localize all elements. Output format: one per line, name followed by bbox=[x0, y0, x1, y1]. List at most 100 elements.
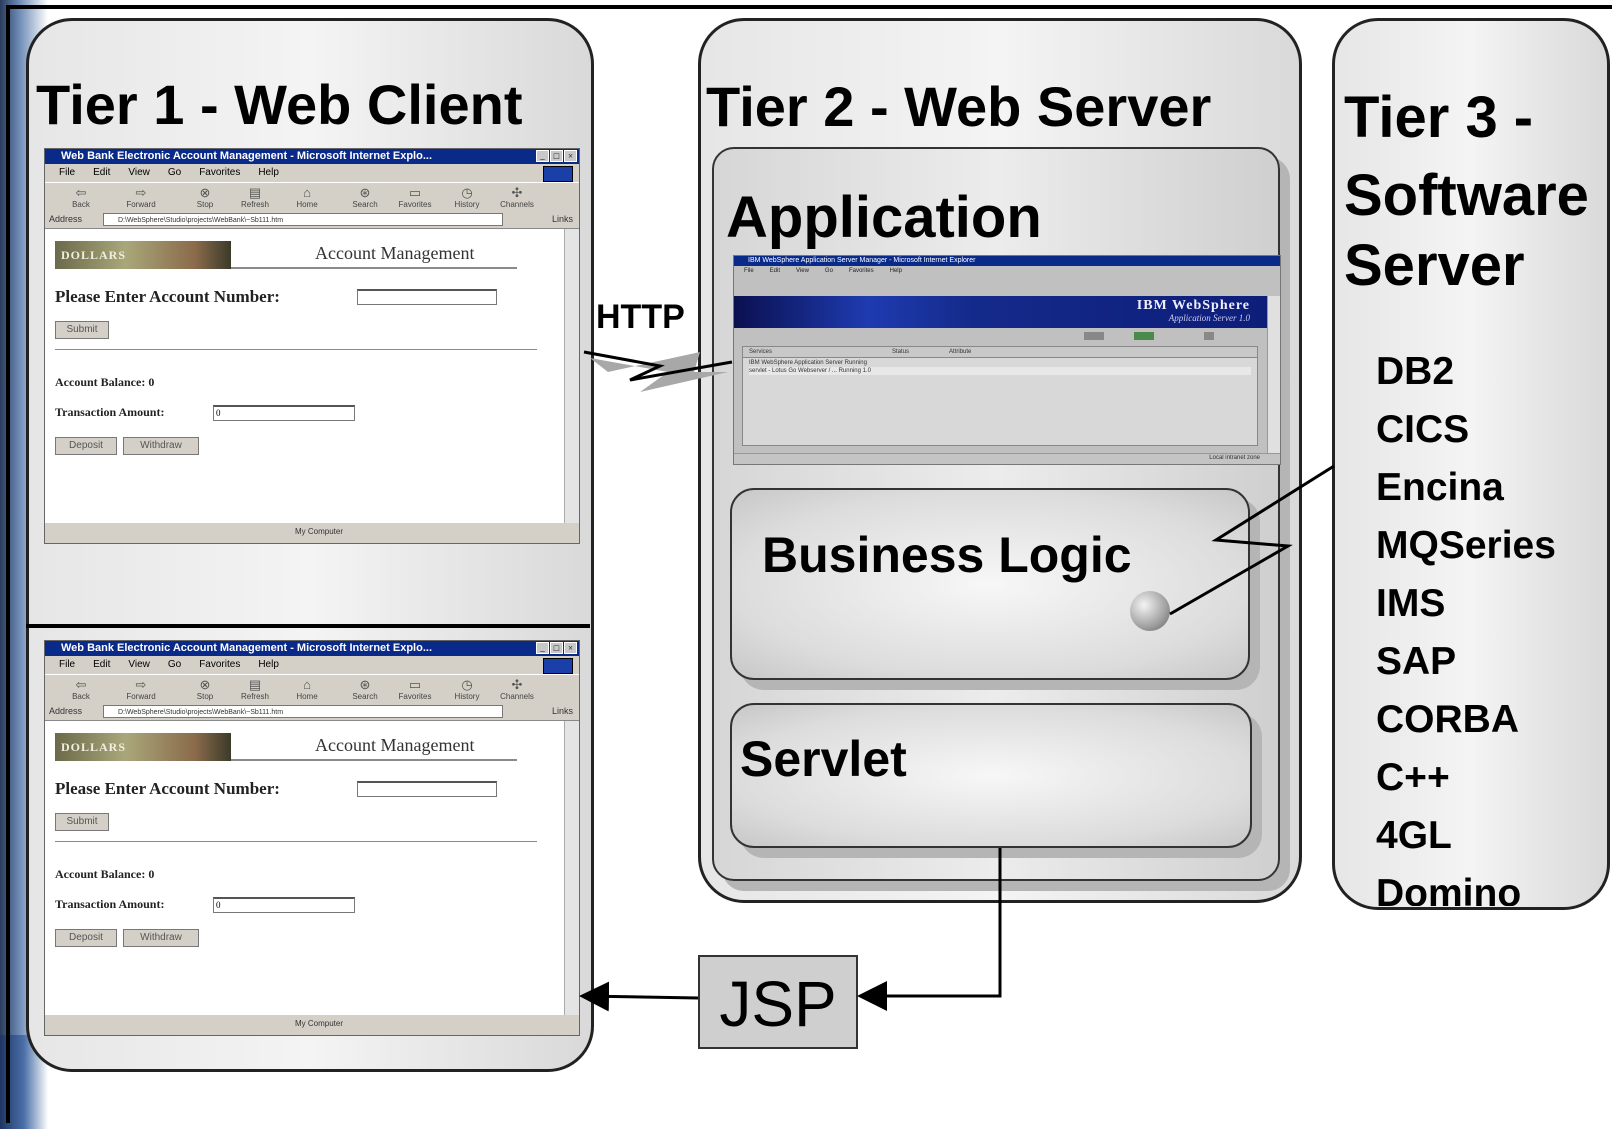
logo-text: DOLLARS bbox=[61, 248, 127, 262]
menu-item[interactable]: File bbox=[59, 167, 76, 178]
toolbar-label: Back bbox=[72, 200, 90, 209]
websphere-brand: IBM WebSphere bbox=[1136, 298, 1250, 313]
menu-item[interactable]: Edit bbox=[93, 659, 111, 670]
stop-icon[interactable] bbox=[1134, 332, 1154, 340]
ws-table-row[interactable]: IBM WebSphere Application Server Running bbox=[749, 360, 867, 366]
deposit-button[interactable]: Deposit bbox=[55, 437, 117, 455]
favorites-icon: ▭ bbox=[408, 185, 422, 200]
menu-item[interactable]: Go bbox=[167, 659, 182, 670]
connector-ball bbox=[1130, 591, 1170, 631]
tier3-list-item: MQSeries bbox=[1376, 524, 1556, 567]
websphere-subbrand: Application Server 1.0 bbox=[1168, 313, 1250, 323]
business-logic-box bbox=[730, 488, 1250, 680]
menu-item[interactable]: View bbox=[128, 659, 150, 670]
account-number-input[interactable] bbox=[357, 289, 497, 305]
ws-menu-item[interactable]: Go bbox=[824, 268, 833, 274]
stop-icon: ⊗ bbox=[199, 677, 211, 692]
menu-item[interactable]: Favorites bbox=[199, 167, 241, 178]
browser-menu-bar: File Edit View Go Favorites Help bbox=[45, 164, 579, 182]
tier1-title: Tier 1 - Web Client bbox=[36, 73, 523, 136]
menu-item[interactable]: Help bbox=[258, 659, 279, 670]
home-button[interactable]: ⌂Home bbox=[285, 677, 329, 701]
page-title: Account Management bbox=[315, 735, 475, 755]
minimize-icon[interactable]: _ bbox=[536, 642, 549, 654]
tier3-list-item: Encina bbox=[1376, 466, 1504, 509]
back-icon: ⇦ bbox=[75, 185, 87, 200]
browser-toolbar: ⇦Back ⇨Forward ⊗Stop ▤Refresh ⌂Home ⊛Sea… bbox=[45, 674, 579, 705]
maximize-icon[interactable]: □ bbox=[550, 150, 563, 162]
forward-icon: ⇨ bbox=[135, 185, 147, 200]
help-icon[interactable] bbox=[1204, 332, 1214, 340]
browser-window-1: Web Bank Electronic Account Management -… bbox=[44, 148, 580, 544]
links-button[interactable]: Links bbox=[551, 214, 573, 224]
toolbar-label: History bbox=[454, 692, 480, 701]
transaction-amount-input[interactable]: 0 bbox=[213, 405, 355, 421]
links-button[interactable]: Links bbox=[551, 706, 573, 716]
account-number-input[interactable] bbox=[357, 781, 497, 797]
menu-item[interactable]: File bbox=[59, 659, 76, 670]
ws-menu-item[interactable]: View bbox=[796, 268, 809, 274]
ie-logo-icon bbox=[543, 166, 573, 182]
search-button[interactable]: ⊛Search bbox=[343, 185, 387, 209]
favorites-button[interactable]: ▭Favorites bbox=[393, 677, 437, 701]
websphere-window-title: IBM WebSphere Application Server Manager… bbox=[734, 256, 1280, 266]
menu-item[interactable]: View bbox=[128, 167, 150, 178]
ws-menu-item[interactable]: Help bbox=[889, 268, 902, 274]
toolbar-label: Channels bbox=[500, 200, 534, 209]
menu-item[interactable]: Help bbox=[258, 167, 279, 178]
submit-button[interactable]: Submit bbox=[55, 813, 109, 831]
back-button[interactable]: ⇦Back bbox=[59, 677, 103, 701]
toolbar-label: Search bbox=[352, 692, 378, 701]
vertical-scrollbar[interactable] bbox=[564, 721, 579, 1015]
ws-col-header: Attribute bbox=[949, 349, 972, 355]
form-divider bbox=[55, 841, 537, 842]
servlet-label: Servlet bbox=[740, 731, 907, 787]
menu-item[interactable]: Favorites bbox=[199, 659, 241, 670]
ws-menu-item[interactable]: Edit bbox=[769, 268, 781, 274]
search-button[interactable]: ⊛Search bbox=[343, 677, 387, 701]
logo-text: DOLLARS bbox=[61, 740, 127, 754]
maximize-icon[interactable]: □ bbox=[550, 642, 563, 654]
history-button[interactable]: ◷History bbox=[445, 185, 489, 209]
withdraw-button[interactable]: Withdraw bbox=[123, 929, 199, 947]
ws-menu-item[interactable]: File bbox=[744, 268, 754, 274]
back-button[interactable]: ⇦Back bbox=[59, 185, 103, 209]
search-icon: ⊛ bbox=[359, 677, 371, 692]
forward-button[interactable]: ⇨Forward bbox=[119, 185, 163, 209]
menu-item[interactable]: Go bbox=[167, 167, 182, 178]
close-icon[interactable]: × bbox=[564, 150, 577, 162]
minimize-icon[interactable]: _ bbox=[536, 150, 549, 162]
refresh-button[interactable]: ▤Refresh bbox=[233, 677, 277, 701]
application-label: Application bbox=[726, 185, 1042, 250]
ws-col-header: Services bbox=[749, 349, 773, 355]
close-icon[interactable]: × bbox=[564, 642, 577, 654]
channels-button[interactable]: ✣Channels bbox=[495, 185, 539, 209]
stop-button[interactable]: ⊗Stop bbox=[183, 185, 227, 209]
address-input[interactable]: D:\WebSphere\Studio\projects\WebBank\~Sb… bbox=[103, 213, 503, 226]
history-button[interactable]: ◷History bbox=[445, 677, 489, 701]
submit-button[interactable]: Submit bbox=[55, 321, 109, 339]
browser-menu-bar: File Edit View Go Favorites Help bbox=[45, 656, 579, 674]
home-button[interactable]: ⌂Home bbox=[285, 185, 329, 209]
properties-icon[interactable] bbox=[1084, 332, 1104, 340]
menu-item[interactable]: Edit bbox=[93, 167, 111, 178]
ws-menu-item[interactable]: Favorites bbox=[848, 268, 874, 274]
favorites-button[interactable]: ▭Favorites bbox=[393, 185, 437, 209]
vertical-scrollbar[interactable] bbox=[564, 229, 579, 523]
forward-button[interactable]: ⇨Forward bbox=[119, 677, 163, 701]
transaction-amount-input[interactable]: 0 bbox=[213, 897, 355, 913]
title-rule bbox=[231, 759, 517, 761]
toolbar-label: Stop bbox=[196, 200, 214, 209]
address-bar: Address D:\WebSphere\Studio\projects\Web… bbox=[45, 212, 579, 229]
deposit-button[interactable]: Deposit bbox=[55, 929, 117, 947]
withdraw-button[interactable]: Withdraw bbox=[123, 437, 199, 455]
ws-table-row[interactable]: servlet - Lotus Go Webserver / ... Runni… bbox=[749, 367, 1251, 375]
refresh-button[interactable]: ▤Refresh bbox=[233, 185, 277, 209]
browser-page-content: DOLLARS Account Management Please Enter … bbox=[45, 721, 565, 1015]
window-controls: _ □ × bbox=[536, 150, 577, 162]
status-bar: My Computer bbox=[45, 523, 579, 543]
address-input[interactable]: D:\WebSphere\Studio\projects\WebBank\~Sb… bbox=[103, 705, 503, 718]
stop-button[interactable]: ⊗Stop bbox=[183, 677, 227, 701]
websphere-scrollbar[interactable] bbox=[1267, 296, 1280, 454]
channels-button[interactable]: ✣Channels bbox=[495, 677, 539, 701]
